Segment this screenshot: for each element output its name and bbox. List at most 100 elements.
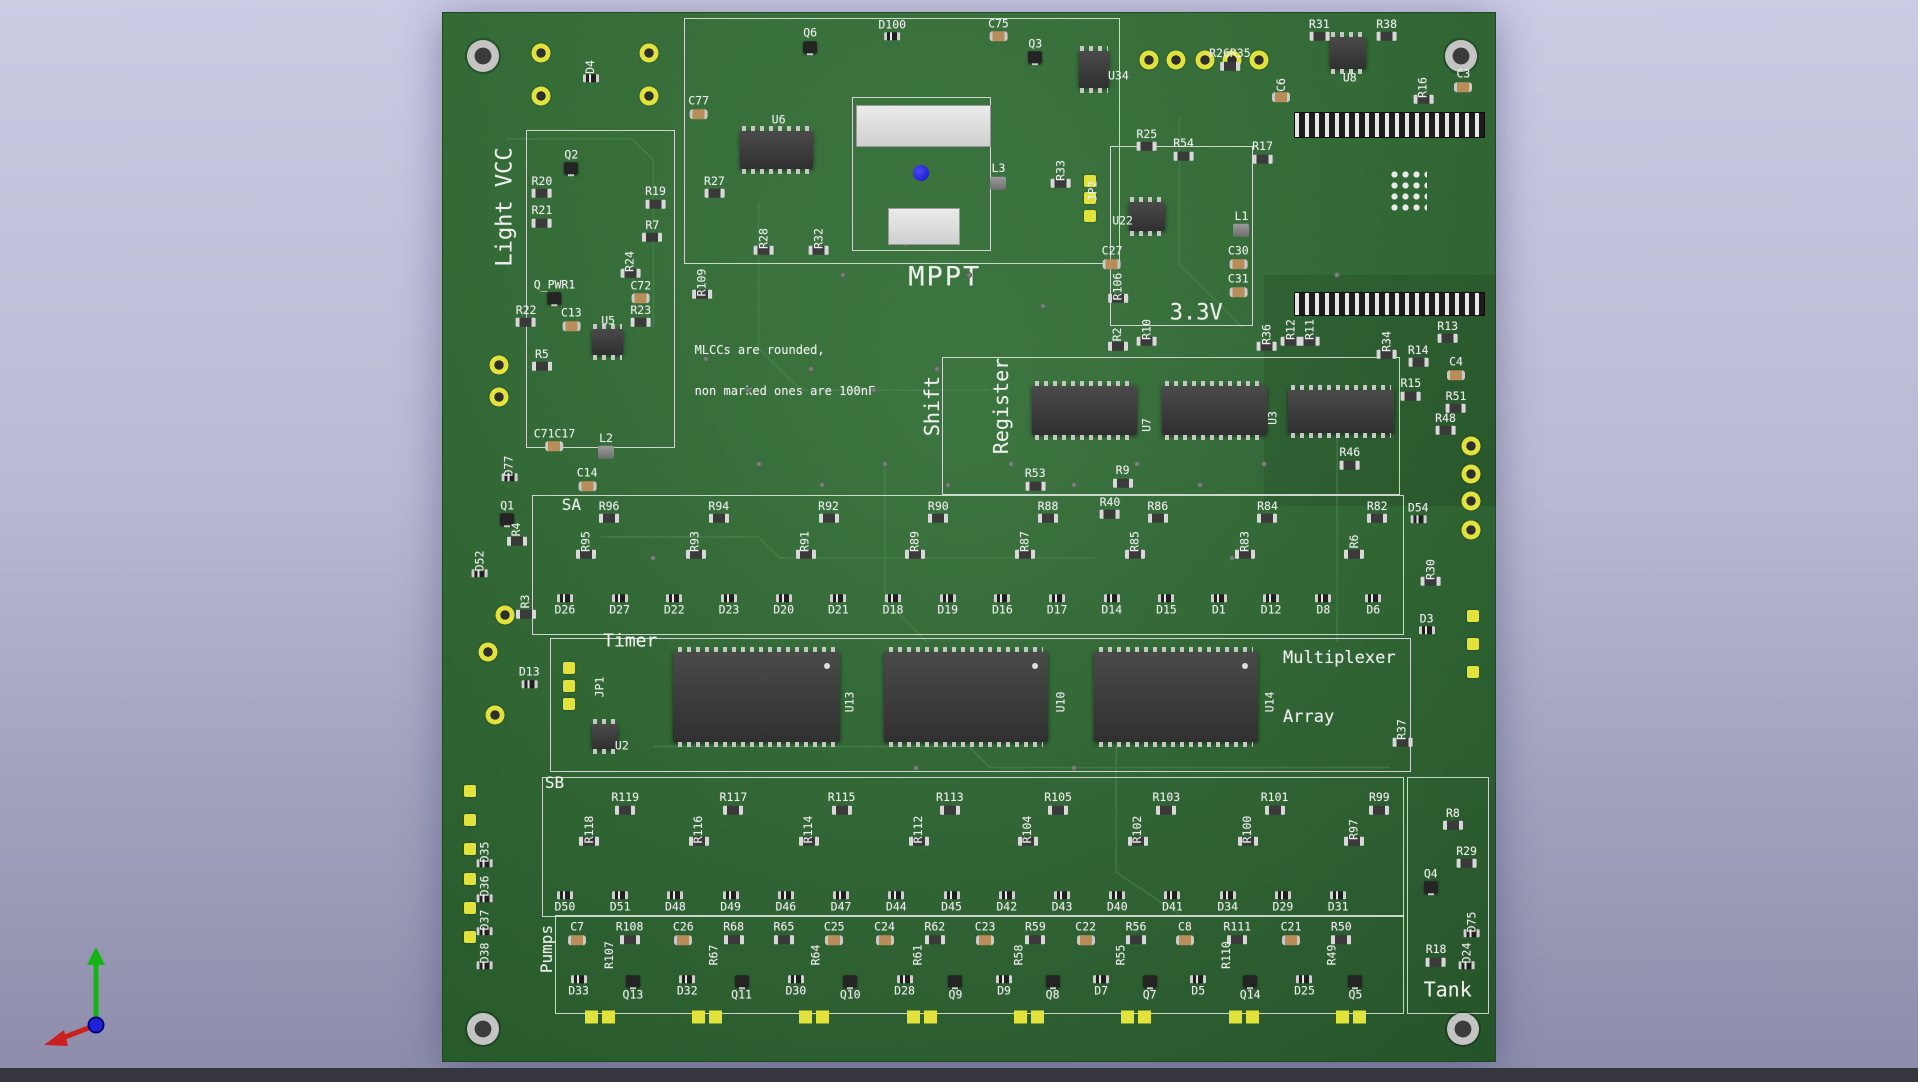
resistor-body [1099,509,1120,519]
resistor-body [1237,836,1258,846]
via [1260,460,1267,467]
smd-pad [1083,210,1096,223]
component: Q7 [1142,974,1157,1001]
diode-body [521,680,538,689]
component: R37 [1392,719,1413,747]
component: Q3 [1028,35,1043,64]
plated-hole-pad [485,705,505,725]
component: R58 [1009,945,1030,966]
refdes-label: R105 [1044,789,1072,804]
refdes-label: R7 [645,217,660,232]
refdes-label: L2 [599,430,613,445]
refdes-label: D24 [1458,942,1473,964]
resistor-body [905,549,926,559]
component: D46 [775,890,796,913]
refdes-label: D14 [1101,602,1123,617]
component: R87 [1015,532,1036,559]
mounting-hole [466,39,499,72]
component: R23 [630,304,651,328]
refdes-label: R26R35 [1209,45,1251,60]
ic-package [592,324,623,360]
refdes-label: D31 [1327,898,1349,913]
component: R46 [1339,447,1360,470]
diode-body [471,569,488,578]
capacitor-body [562,320,581,331]
refdes-label: R37 [1394,719,1409,740]
viewport-bottom-edge [0,1068,1918,1082]
refdes-label: D44 [885,898,907,913]
refdes-label: R56 [1125,919,1147,934]
component: R109 [688,268,716,299]
pad-pair [799,1010,830,1024]
transistor-body [500,513,515,526]
component: R21 [531,205,552,228]
resistor-body [708,514,729,524]
refdes-label: R89 [907,531,922,553]
refdes-label: C30 [1227,243,1249,258]
refdes-label: D75 [1464,911,1479,933]
pad-pair [1013,1010,1044,1024]
smd-pad [1466,609,1479,622]
refdes-label: U22 [1112,212,1133,227]
refdes-label: C3 [1456,66,1471,81]
refdes-label: R19 [645,184,666,199]
component: R30 [1420,559,1441,586]
plated-hole-pad [489,355,509,375]
refdes-label: R83 [1237,531,1252,553]
resistor-body [516,609,537,619]
component: D1 [1210,594,1227,616]
refdes-label: U34 [1107,68,1129,83]
refdes-label: C6 [1273,77,1288,92]
refdes-label: R94 [708,498,730,513]
resistor-body [1156,805,1177,815]
refdes-label: D6 [1366,602,1381,617]
transistor-body [1045,974,1060,987]
silkscreen-label-pumps: Pumps [536,924,556,973]
component: D4 [583,60,600,83]
capacitor-body [545,441,564,452]
refdes-label: Q10 [839,986,861,1001]
refdes-label: R117 [719,789,748,804]
resistor-body [1147,514,1168,524]
plated-hole-pad [1461,464,1481,484]
refdes-label: U6 [771,112,786,127]
ic-package [673,647,840,748]
refdes-label: R99 [1368,789,1390,804]
resistor-body [642,233,663,243]
capacitor-body [1282,934,1301,945]
refdes-label: Q2 [564,147,579,162]
refdes-label: R33 [1052,160,1067,182]
refdes-label: C21 [1280,919,1302,934]
refdes-label: R17 [1252,139,1273,154]
refdes-label: D45 [941,898,962,913]
resistor-body [1408,357,1429,367]
axis-x-arrowhead [44,1030,68,1046]
ic-package [1329,32,1366,74]
refdes-label: Q14 [1239,986,1261,1001]
resistor-body [1299,336,1320,346]
refdes-label: R6 [1346,535,1361,549]
pad-pair [1228,1010,1259,1024]
refdes-label: D26 [554,602,576,617]
refdes-label: Q3 [1028,35,1043,50]
refdes-label: R13 [1437,318,1459,333]
ic-pins [1290,385,1391,391]
component: R92 [818,500,839,524]
resistor-body [1344,836,1365,846]
via [745,387,752,394]
refdes-label: D48 [664,898,686,913]
refdes-label: R4 [508,522,523,537]
component: C4 [1447,356,1466,381]
ic-pins [1330,68,1365,74]
component: C8 [1175,921,1194,945]
capacitor-body [1447,370,1466,381]
component: D18 [883,594,903,616]
component: R82 [1367,500,1388,524]
component: C27 [1102,245,1122,269]
component: D52 [469,551,490,578]
component: R56 [1125,919,1147,945]
refdes-label: C13 [560,305,582,320]
resistor-body [1125,549,1146,559]
